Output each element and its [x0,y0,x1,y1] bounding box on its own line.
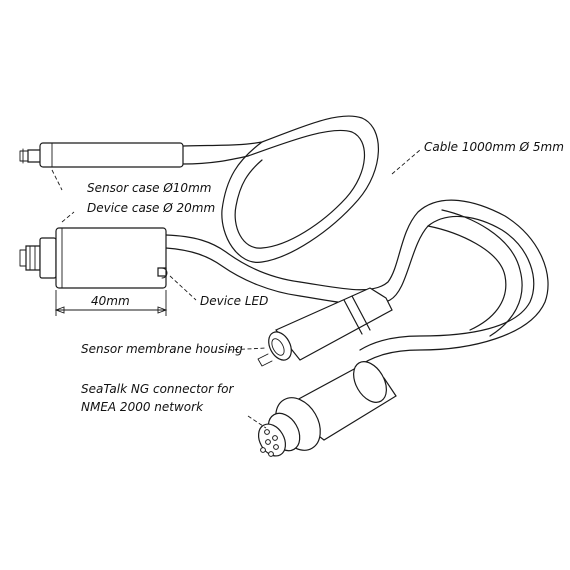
leader-lines [51,149,421,429]
upper-cable-loop [165,115,379,297]
seatalk-connector-label-line2: NMEA 2000 network [81,400,204,414]
device-case [19,227,168,289]
device-case-label: Device case Ø 20mm [87,201,215,215]
seatalk-connector [257,361,397,457]
sensor-membrane-housing-label: Sensor membrane housing [81,342,243,356]
sensor-case-label: Sensor case Ø10mm [87,181,211,195]
lower-cable-loop [299,199,549,369]
dimension-40mm [54,290,168,316]
length-dimension-label: 40mm [91,294,130,308]
sensor-case [19,142,184,168]
device-led-label: Device LED [200,294,268,308]
cable-label: Cable 1000mm Ø 5mm [424,140,564,154]
sensor-membrane-housing [257,287,393,367]
seatalk-connector-label-line1: SeaTalk NG connector for [81,382,234,396]
